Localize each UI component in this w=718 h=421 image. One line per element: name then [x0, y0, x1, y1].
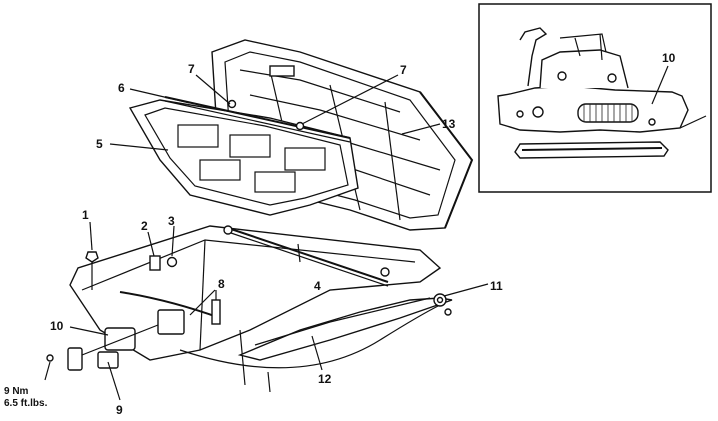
latch-detail-inset	[478, 3, 712, 193]
fastener-left	[46, 354, 54, 362]
callout-4: 4	[314, 279, 321, 293]
hinge-2	[149, 255, 161, 271]
callout-1: 1	[82, 208, 89, 222]
callout-8: 8	[218, 277, 225, 291]
torque-spec-imperial: 6.5 ft.lbs.	[4, 398, 48, 409]
hood-support-rod	[223, 225, 390, 287]
callout-3: 3	[168, 214, 175, 228]
callout-6: 6	[118, 81, 125, 95]
hood-seal-strip	[164, 96, 351, 143]
callout-7-right: 7	[400, 63, 407, 77]
grommet-11	[433, 293, 452, 316]
clip-right	[295, 121, 305, 131]
callout-11: 11	[490, 279, 503, 293]
bolt-1	[85, 251, 99, 290]
torque-spec-metric: 9 Nm	[4, 386, 29, 397]
latch-assembly	[67, 309, 185, 371]
callout-12: 12	[318, 372, 332, 386]
callout-10-inset: 10	[662, 51, 676, 65]
callout-2: 2	[141, 219, 148, 233]
nut-3	[166, 256, 178, 268]
release-cable	[119, 291, 441, 369]
callout-7-left: 7	[188, 62, 195, 76]
callout-leaders	[44, 74, 489, 401]
callout-13: 13	[442, 117, 456, 131]
clip-left	[227, 99, 237, 109]
callout-5: 5	[96, 137, 103, 151]
latch-spring	[577, 103, 639, 123]
bolt-9	[211, 290, 221, 325]
callout-10: 10	[50, 319, 64, 333]
callout-9: 9	[116, 403, 123, 417]
